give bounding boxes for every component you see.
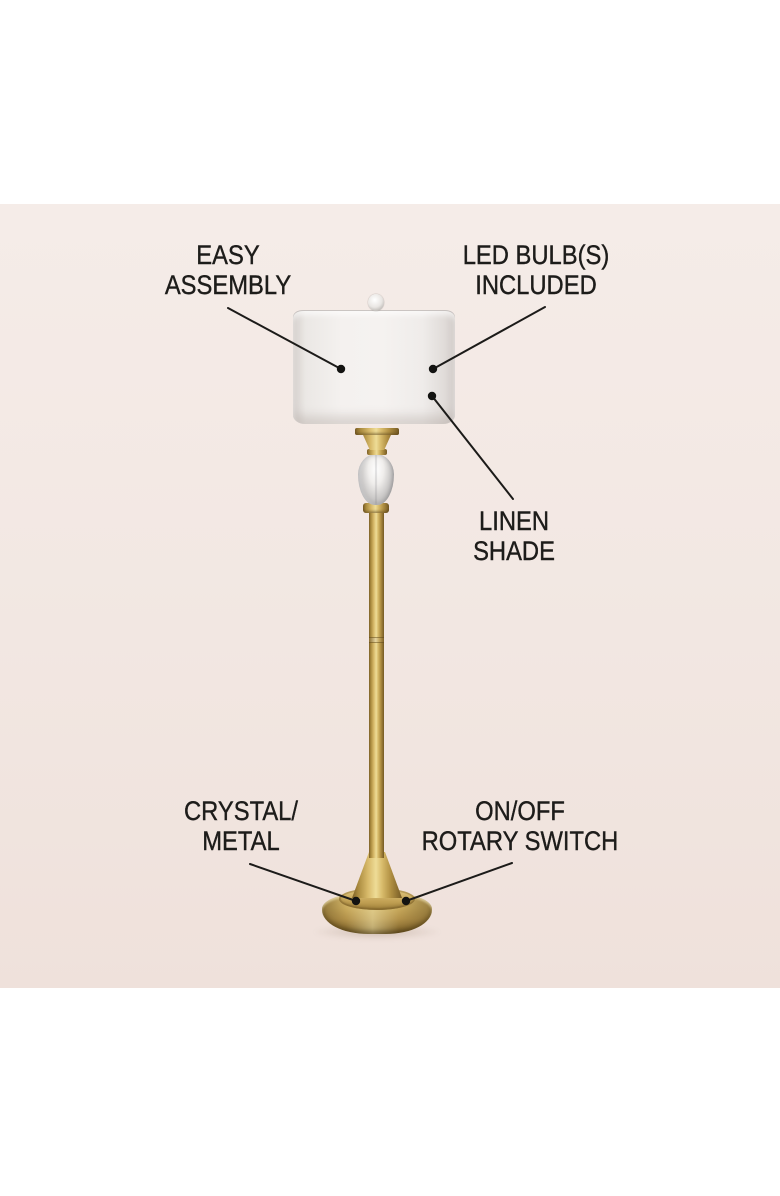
socket-cap-bell: [362, 434, 392, 450]
lamp-shade: [293, 310, 455, 424]
callout-label-led-bulbs: LED BULB(S) INCLUDED: [462, 240, 610, 300]
lamp-pole: [369, 512, 384, 858]
finial-crystal-ball: [368, 294, 384, 311]
socket-cap-flange: [355, 428, 399, 435]
callout-label-easy-assembly: EASY ASSEMBLY: [164, 240, 292, 300]
callout-label-crystal-metal: CRYSTAL/ METAL: [183, 796, 298, 856]
socket-cap-neck: [367, 449, 387, 455]
pole-joint-seam: [369, 638, 384, 642]
crystal-accent: [358, 454, 394, 505]
callout-label-linen-shade: LINEN SHADE: [473, 506, 555, 566]
crystal-collar: [363, 503, 389, 513]
callout-label-rotary-switch: ON/OFF ROTARY SWITCH: [421, 796, 619, 856]
